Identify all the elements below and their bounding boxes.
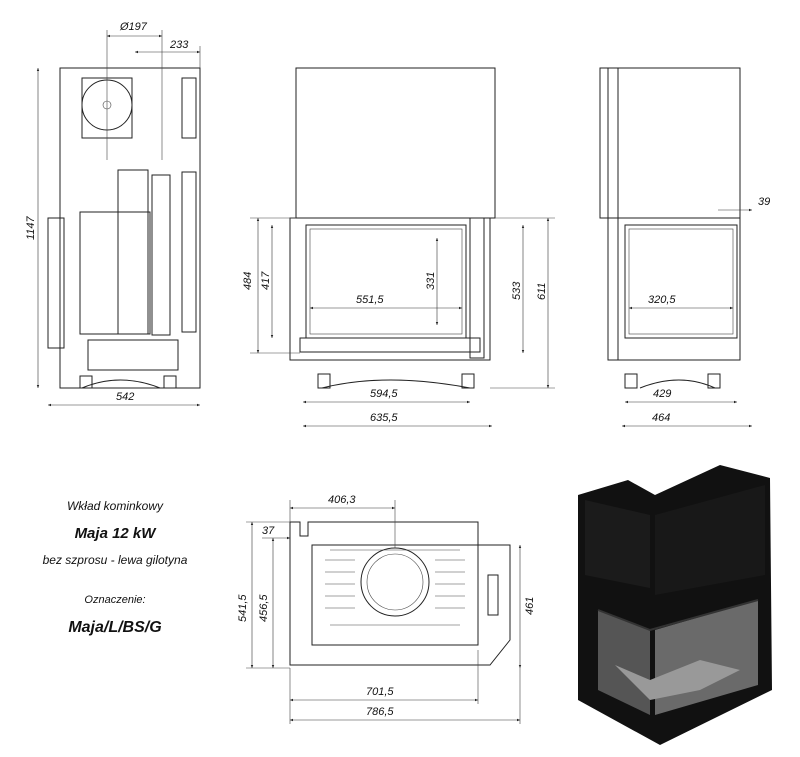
dim-320: 320,5 xyxy=(648,294,676,306)
product-name: Maja 12 kW xyxy=(75,525,158,542)
product-type: Wkład kominkowy xyxy=(67,499,164,513)
dim-417: 417 xyxy=(260,271,272,290)
designation: Maja/L/BS/G xyxy=(68,619,161,636)
title-block: Wkład kominkowy Maja 12 kW bez szprosu -… xyxy=(43,499,188,636)
dim-37: 37 xyxy=(262,525,275,537)
dim-offset: 233 xyxy=(169,39,189,51)
dim-331: 331 xyxy=(425,272,437,290)
dim-541: 541,5 xyxy=(237,594,249,622)
front-view: 484 417 331 551,5 533 611 594,5 635,5 xyxy=(242,67,555,428)
flue-outlet-icon xyxy=(360,547,430,617)
dim-594: 594,5 xyxy=(370,388,398,400)
fireplace-3d-render xyxy=(578,465,772,745)
dim-484: 484 xyxy=(242,272,254,290)
dim-701: 701,5 xyxy=(366,686,394,698)
dim-406: 406,3 xyxy=(328,494,356,506)
dim-height: 1147 xyxy=(25,215,37,240)
dim-39: 39 xyxy=(758,196,770,208)
side-view: Ø197 233 1147 542 xyxy=(25,21,201,407)
dim-611: 611 xyxy=(536,282,548,300)
dim-551: 551,5 xyxy=(356,294,384,306)
dim-786: 786,5 xyxy=(366,706,394,718)
dim-429: 429 xyxy=(653,388,671,400)
dim-533: 533 xyxy=(511,281,523,300)
dim-464: 464 xyxy=(652,412,670,424)
right-view: 39 320,5 429 464 xyxy=(599,67,770,428)
dim-461: 461 xyxy=(524,597,536,615)
dim-456: 456,5 xyxy=(258,594,270,622)
dim-depth: 542 xyxy=(116,391,134,403)
designation-label: Oznaczenie: xyxy=(84,594,145,606)
dim-635: 635,5 xyxy=(370,412,398,424)
plan-view: 406,3 37 541,5 456,5 461 701,5 786,5 xyxy=(237,494,536,724)
product-variant: bez szprosu - lewa gilotyna xyxy=(43,553,188,567)
dim-diameter: Ø197 xyxy=(119,21,148,33)
